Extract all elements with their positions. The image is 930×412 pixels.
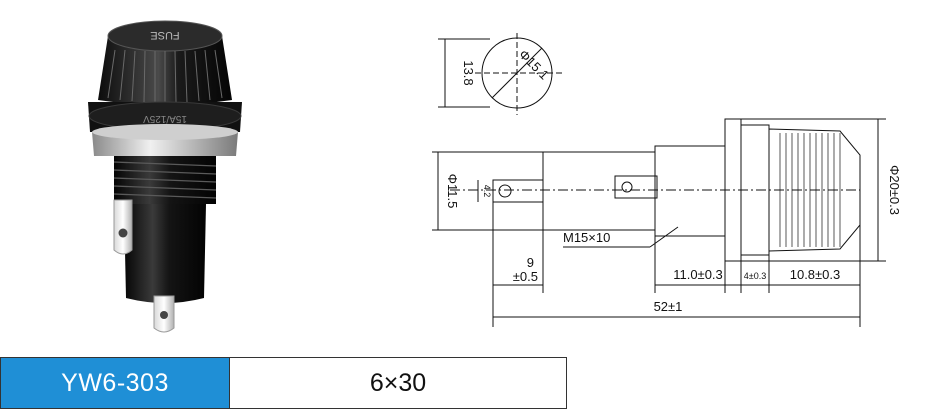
side-terminal [113, 199, 133, 255]
side-terminal-hole [118, 228, 128, 238]
fuse-cap-text: FUSE [150, 29, 179, 41]
fuse-size: 6×30 [230, 358, 566, 408]
dim-total-length: 52±1 [654, 299, 683, 314]
dimension-drawing: Φ15.1 13.8 Φ11.5 4.2 M15×10 9 ±0.5 11.0±… [432, 33, 902, 327]
model-number: YW6-303 [1, 358, 230, 408]
spec-bar: YW6-303 6×30 [0, 357, 567, 409]
dim-segment-2: 4±0.3 [744, 271, 766, 281]
dim-head-diameter: Φ15.1 [516, 47, 552, 83]
collar-rating-text: 15A/125V [143, 113, 187, 124]
holder-body [124, 204, 206, 303]
dim-outer-diameter: Φ20±0.3 [887, 165, 902, 215]
bottom-terminal-hole [160, 311, 168, 319]
dim-terminal-width: 9 [527, 255, 534, 270]
dim-segment-1: 11.0±0.3 [673, 267, 723, 282]
dim-terminal-hole: 4.2 [482, 185, 492, 198]
dim-terminal-tolerance: ±0.5 [513, 269, 538, 284]
dim-body-diameter: Φ11.5 [445, 174, 460, 209]
dim-head-height: 13.8 [461, 60, 476, 85]
dim-segment-3: 10.8±0.3 [790, 267, 841, 282]
dim-thread: M15×10 [563, 230, 610, 245]
fuse-holder-photo: FUSE 15A/125V [88, 20, 242, 333]
